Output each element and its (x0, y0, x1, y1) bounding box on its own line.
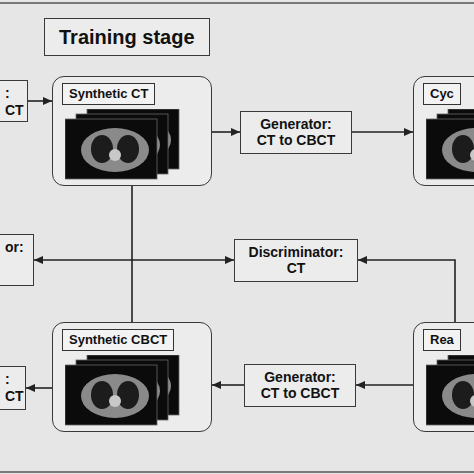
cropped-box: :CT (0, 366, 26, 410)
box-text: or: (5, 239, 33, 256)
flow-arrow (356, 384, 413, 386)
process-box: Discriminator: CT (234, 239, 358, 282)
title-box: Training stage (44, 18, 210, 56)
flow-arrow (352, 131, 413, 133)
image-panel: Cyc (413, 76, 474, 186)
panel-label: Rea (423, 329, 461, 351)
box-text: CT (5, 388, 25, 405)
flow-arrow (28, 100, 52, 102)
cropped-box: or: (0, 234, 34, 286)
flow-arrow (34, 260, 132, 322)
process-box: Generator: CT to CBCT (244, 364, 356, 407)
image-panel: Synthetic CT (52, 76, 212, 186)
ct-slice-stack (426, 109, 474, 181)
flow-arrow (26, 387, 52, 389)
box-text: Generator: CT to CBCT (254, 369, 346, 401)
frame-border (0, 3, 474, 472)
box-text: Discriminator: CT (244, 244, 348, 276)
panel-label: Synthetic CBCT (62, 329, 174, 351)
box-text: : (5, 85, 27, 102)
ct-slice-stack (426, 355, 474, 427)
flow-arrow (212, 384, 244, 386)
panel-label: Cyc (423, 83, 461, 105)
box-text: CT (5, 102, 27, 119)
flow-arrow (132, 186, 234, 260)
ct-slice-stack (65, 109, 205, 181)
image-panel: Rea (413, 322, 474, 432)
cropped-box: :CT (0, 80, 28, 122)
ct-slice-stack (65, 355, 205, 427)
panel-label: Synthetic CT (62, 83, 155, 105)
diagram-title: Training stage (59, 25, 195, 49)
box-text: : (5, 371, 25, 388)
process-box: Generator: CT to CBCT (240, 111, 352, 154)
image-panel: Synthetic CBCT (52, 322, 212, 432)
box-text: Generator: CT to CBCT (250, 116, 342, 148)
flow-arrow (212, 131, 240, 133)
flow-arrow (358, 260, 455, 322)
